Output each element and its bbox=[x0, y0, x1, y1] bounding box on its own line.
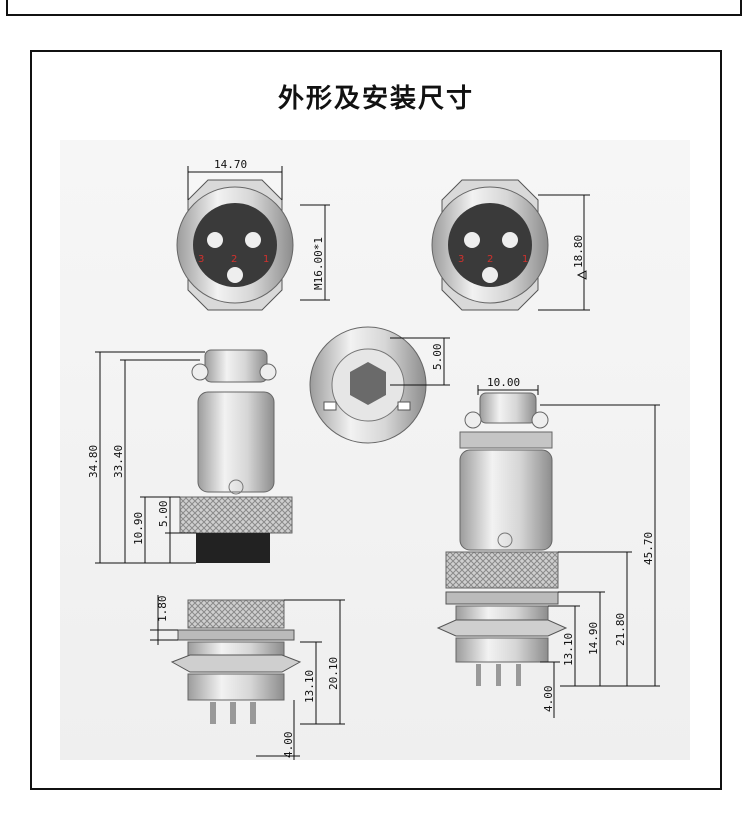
dim-right-mid: 14.90 bbox=[587, 622, 600, 655]
end-view: 5.00 bbox=[309, 326, 450, 444]
assembly-neck bbox=[459, 431, 553, 449]
dim-front-width: 14.70 bbox=[214, 158, 247, 171]
dim-right-thread: 13.10 bbox=[562, 633, 575, 666]
screw-icon bbox=[191, 363, 209, 381]
pin-label-1: 1 bbox=[522, 254, 528, 265]
assembly-hex-nut bbox=[436, 619, 568, 637]
dim-rear-hex: 18.80 bbox=[572, 235, 585, 268]
assembly-pin bbox=[516, 664, 521, 686]
latch-icon bbox=[497, 532, 513, 548]
front-view-right: 3 2 1 18.80 bbox=[431, 179, 590, 311]
dim-socket-thread: 13.10 bbox=[303, 670, 316, 703]
socket-lower bbox=[187, 673, 285, 701]
assembly-lower bbox=[455, 637, 549, 663]
top-border-box bbox=[6, 0, 742, 16]
drawing-background bbox=[60, 140, 690, 760]
front-view-left: 3 2 1 14.70 M16.00*1 bbox=[176, 158, 330, 311]
knurled-nut bbox=[445, 551, 559, 589]
dim-socket-panel: 1.80 bbox=[156, 596, 169, 623]
dim-socket-total: 20.10 bbox=[327, 657, 340, 690]
dim-front-thread: M16.00*1 bbox=[312, 237, 325, 290]
assembly-body bbox=[459, 449, 553, 551]
pin-label-1: 1 bbox=[263, 254, 269, 265]
slot-icon bbox=[323, 401, 337, 411]
pin-label-2: 2 bbox=[231, 254, 237, 265]
dim-right-width: 10.00 bbox=[487, 376, 520, 389]
socket-hex-nut bbox=[170, 654, 302, 673]
page-title: 外形及安装尺寸 bbox=[277, 84, 474, 114]
hex-symbol-icon bbox=[576, 270, 587, 280]
dim-right-body: 21.80 bbox=[614, 613, 627, 646]
dim-end-view: 5.00 bbox=[431, 344, 444, 371]
dim-plug-lower: 10.90 bbox=[132, 512, 145, 545]
pin-label-2: 2 bbox=[487, 254, 493, 265]
plug-cap bbox=[204, 349, 268, 383]
plug-body bbox=[197, 391, 275, 493]
plug-side-view: 34.80 33.40 10.90 5.00 bbox=[87, 349, 293, 564]
slot-icon bbox=[397, 401, 411, 411]
front-insulator bbox=[193, 203, 277, 287]
latch-icon bbox=[228, 479, 244, 495]
assembly-thread bbox=[455, 605, 549, 621]
dim-plug-total: 34.80 bbox=[87, 445, 100, 478]
panel-flange bbox=[177, 629, 295, 641]
knurled-nut bbox=[179, 496, 293, 534]
assembly-cap bbox=[479, 392, 537, 424]
screw-icon bbox=[531, 411, 549, 429]
pin-circle bbox=[227, 267, 243, 283]
assembly-view: 10.00 45.70 21.80 14.90 13.10 4.00 bbox=[436, 376, 660, 718]
socket-side-view: 1.80 20.10 13.10 4.00 bbox=[150, 595, 345, 760]
panel-flange bbox=[445, 591, 559, 605]
pin-circle bbox=[207, 232, 223, 248]
front-insulator bbox=[448, 203, 532, 287]
dim-plug-nut: 5.00 bbox=[157, 501, 170, 528]
assembly-pin bbox=[476, 664, 481, 686]
assembly-pin bbox=[496, 664, 501, 686]
pin-label-3: 3 bbox=[458, 254, 464, 265]
dim-plug-body: 33.40 bbox=[112, 445, 125, 478]
pin-circle bbox=[482, 267, 498, 283]
socket-pin bbox=[210, 702, 216, 724]
socket-pin bbox=[250, 702, 256, 724]
pin-label-3: 3 bbox=[198, 254, 204, 265]
pin-circle bbox=[502, 232, 518, 248]
plug-pins bbox=[196, 533, 270, 563]
screw-icon bbox=[464, 411, 482, 429]
socket-thread bbox=[187, 599, 285, 629]
dim-right-pins: 4.00 bbox=[542, 686, 555, 713]
screw-icon bbox=[259, 363, 277, 381]
dim-socket-pins: 4.00 bbox=[282, 732, 295, 759]
end-core bbox=[350, 362, 386, 405]
socket-pin bbox=[230, 702, 236, 724]
pin-circle bbox=[464, 232, 480, 248]
dim-right-total: 45.70 bbox=[642, 532, 655, 565]
pin-circle bbox=[245, 232, 261, 248]
